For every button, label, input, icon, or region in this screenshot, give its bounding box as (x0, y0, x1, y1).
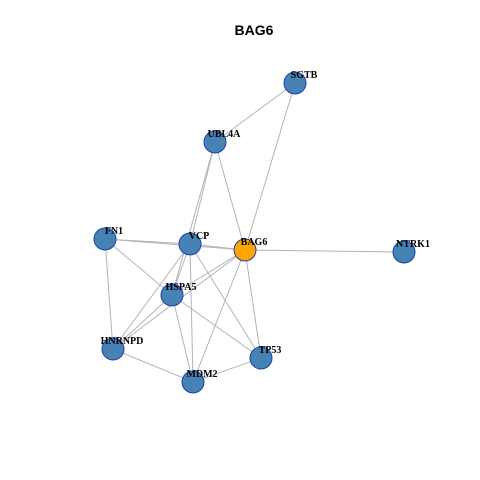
edge-fn1-hnrnpd (104, 238, 114, 350)
node-label: VCP (189, 231, 210, 242)
node-label: BAG6 (241, 237, 268, 248)
edge-bag6-mdm2 (192, 249, 246, 383)
edge-vcp-mdm2 (189, 243, 194, 383)
node-hspa5: HSPA5 (160, 282, 197, 307)
diagram-title: BAG6 (235, 22, 274, 38)
node-circle (181, 370, 205, 394)
node-label: SGTB (291, 70, 318, 81)
node-label: HSPA5 (166, 282, 197, 293)
node-circle (178, 232, 202, 256)
edge-sgtb-ubl4a (214, 82, 296, 143)
node-fn1: FN1 (93, 226, 123, 251)
node-circle (203, 130, 227, 154)
edge-sgtb-bag6 (244, 82, 296, 251)
node-sgtb: SGTB (283, 70, 318, 95)
node-circle (93, 227, 117, 251)
edge-tp53-mdm2 (192, 357, 262, 383)
node-ubl4a: UBL4A (203, 129, 242, 154)
node-circle (283, 71, 307, 95)
edge-layer (104, 82, 405, 383)
edge-bag6-ntrk1 (244, 249, 405, 253)
edge-hspa5-mdm2 (171, 294, 194, 383)
edge-vcp-tp53 (189, 243, 262, 359)
node-hnrnpd: HNRNPD (101, 336, 144, 361)
edge-hnrnpd-mdm2 (112, 348, 194, 383)
edge-ubl4a-vcp (189, 141, 216, 245)
node-vcp: VCP (178, 231, 210, 256)
node-label: FN1 (105, 226, 123, 237)
node-ntrk1: NTRK1 (392, 239, 430, 264)
node-tp53: TP53 (249, 345, 282, 370)
node-mdm2: MDM2 (181, 369, 218, 394)
edge-fn1-hspa5 (104, 238, 173, 296)
node-label: NTRK1 (396, 239, 430, 250)
node-circle (392, 240, 416, 264)
node-bag6: BAG6 (233, 237, 268, 262)
node-circle (101, 337, 125, 361)
edge-hspa5-tp53 (171, 294, 262, 359)
node-circle (249, 346, 273, 370)
edge-bag6-hspa5 (171, 249, 246, 296)
edge-bag6-tp53 (244, 249, 262, 359)
edge-hspa5-hnrnpd (112, 294, 173, 350)
node-label: UBL4A (208, 129, 242, 140)
node-label: HNRNPD (101, 336, 144, 347)
edge-ubl4a-hspa5 (171, 141, 216, 296)
edge-fn1-bag6 (104, 238, 246, 251)
node-label: TP53 (259, 345, 282, 356)
edge-vcp-hnrnpd (112, 243, 191, 350)
node-circle (160, 283, 184, 307)
node-label: MDM2 (186, 369, 217, 380)
edge-ubl4a-bag6 (214, 141, 246, 251)
node-circle (233, 238, 257, 262)
